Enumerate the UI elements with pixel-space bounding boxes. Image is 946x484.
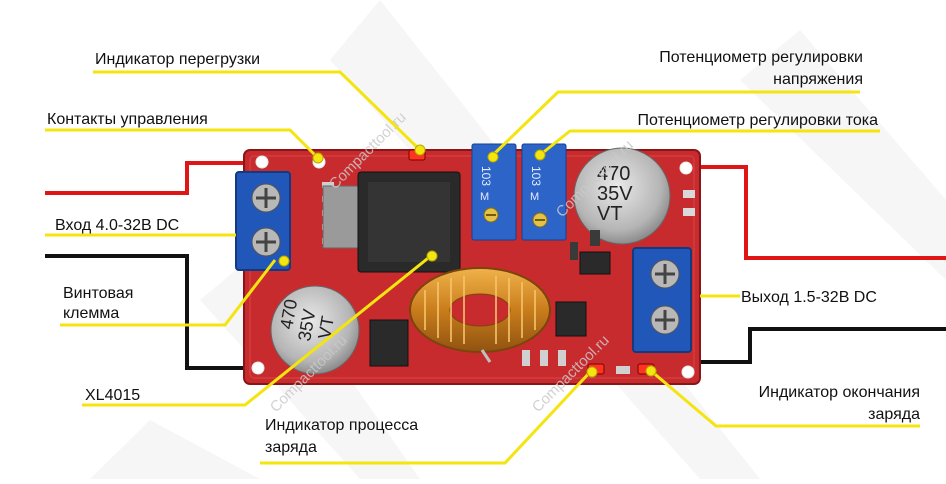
smd-components xyxy=(369,230,630,374)
label-input: Вход 4.0-32В DC xyxy=(55,217,180,234)
voltage-trimmer: 103 M xyxy=(471,143,517,241)
label-control-pins: Контакты управления xyxy=(47,111,208,128)
leader-voltage-pot xyxy=(491,90,860,157)
current-trimmer-code: 103 xyxy=(529,166,543,186)
leader-charge-process xyxy=(260,368,594,465)
capacitor-top: 470 35V VT xyxy=(573,147,671,245)
label-screw-terminal-2: клемма xyxy=(63,305,120,322)
dot-chip xyxy=(426,250,438,262)
label-charge-process-1: Индикатор процесса xyxy=(265,417,419,434)
output-black-wire xyxy=(690,327,946,364)
dot-control-pins xyxy=(312,152,324,164)
input-screw-terminal xyxy=(235,171,291,271)
current-trimmer: 103 M xyxy=(521,143,567,241)
output-red-wire xyxy=(690,165,946,260)
label-charge-done-2: заряда xyxy=(868,406,920,423)
input-red-wire xyxy=(45,161,250,195)
label-charge-process-2: заряда xyxy=(265,439,317,456)
capacitor-top-series: VT xyxy=(597,203,623,225)
voltage-trimmer-m: M xyxy=(480,191,489,203)
capacitor-top-value: 470 xyxy=(597,163,630,185)
leader-dots xyxy=(278,144,657,378)
label-voltage-pot-2: напряжения xyxy=(773,71,863,88)
label-current-pot: Потенциометр регулировки тока xyxy=(637,112,879,129)
label-chip: XL4015 xyxy=(85,387,141,404)
current-trimmer-m: M xyxy=(530,191,539,203)
label-charge-done-1: Индикатор окончания xyxy=(758,384,920,401)
output-wires xyxy=(690,165,946,364)
leader-control-pins xyxy=(45,128,320,160)
label-output: Выход 1.5-32В DC xyxy=(741,289,877,306)
capacitor-top-voltage: 35V xyxy=(597,183,633,205)
leader-lines xyxy=(45,70,920,465)
label-screw-terminal-1: Винтовая xyxy=(63,285,134,302)
dot-screw-terminal xyxy=(278,255,290,267)
leader-current-pot xyxy=(539,129,880,157)
dot-voltage-pot xyxy=(487,151,499,163)
dot-current-pot xyxy=(534,149,546,161)
input-wires xyxy=(45,161,260,370)
label-voltage-pot-1: Потенциометр регулировки xyxy=(659,49,863,66)
leader-screw-terminal xyxy=(60,259,277,327)
output-screw-terminal xyxy=(632,247,692,353)
dot-overload xyxy=(414,144,426,156)
leader-overload xyxy=(93,70,422,152)
label-overload-indicator: Индикатор перегрузки xyxy=(95,51,261,68)
inductor-coil xyxy=(409,267,551,363)
xl4015-chip xyxy=(322,171,461,273)
input-black-wire xyxy=(45,254,260,370)
dot-charge-process xyxy=(586,366,598,378)
dot-charge-done xyxy=(645,365,657,377)
voltage-trimmer-code: 103 xyxy=(479,166,493,186)
leader-chip xyxy=(82,253,433,407)
capacitor-bottom: 470 35V VT xyxy=(270,285,360,375)
leader-charge-done xyxy=(649,368,920,428)
